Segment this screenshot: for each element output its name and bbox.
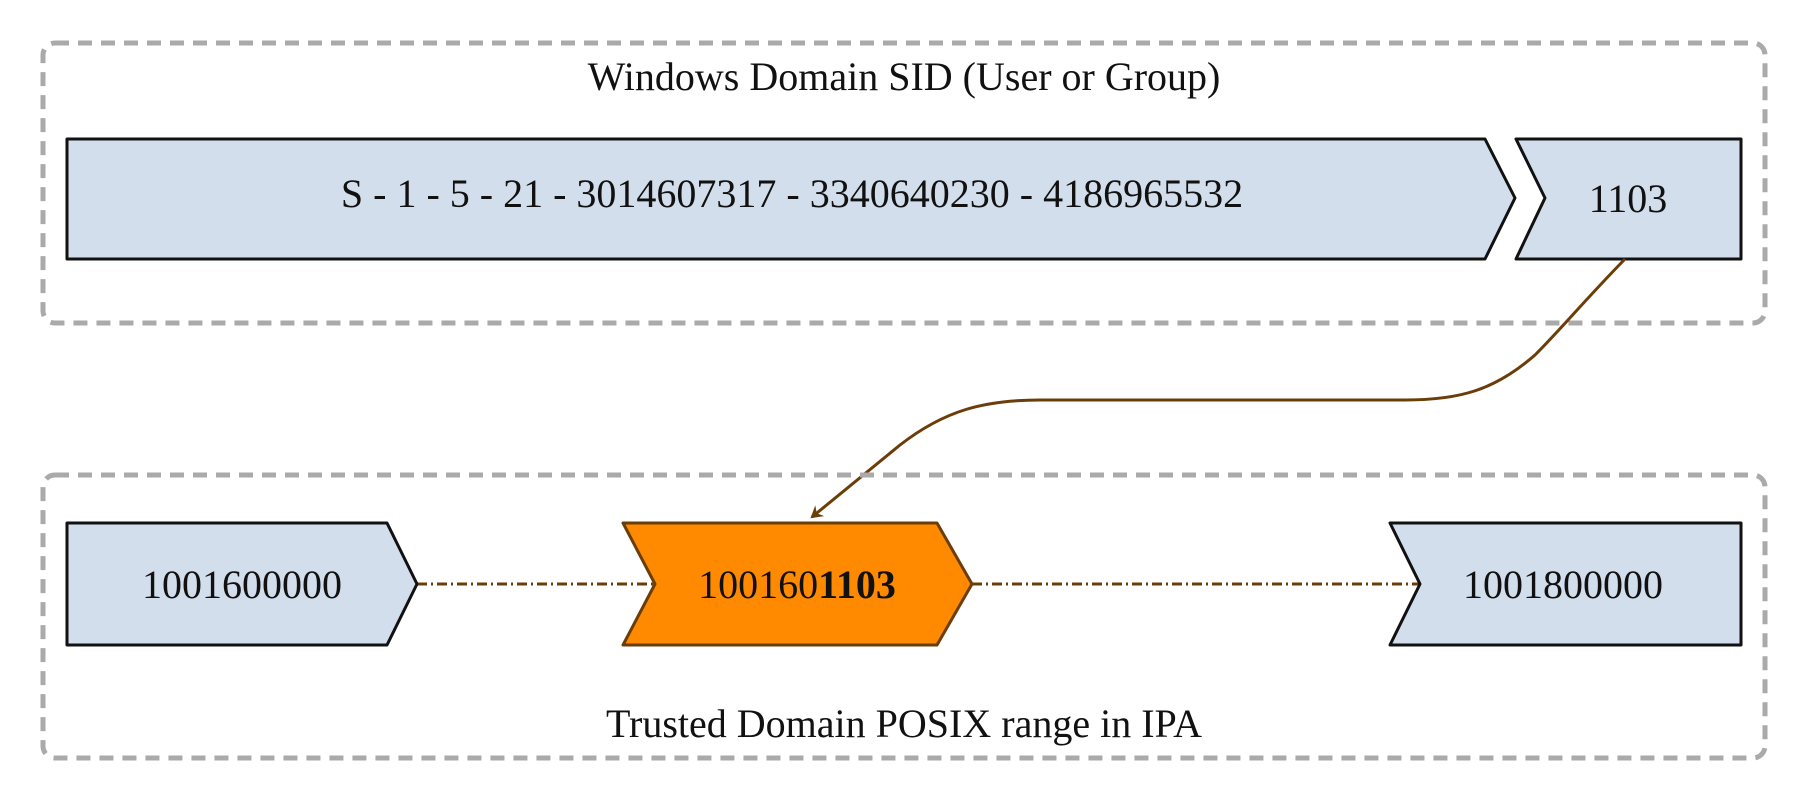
mapped-id-box xyxy=(621,521,974,647)
posix-group: 1001600000 1001601103 1001800000 Trusted… xyxy=(40,472,1768,761)
mapped-id-suffix: 1103 xyxy=(818,562,896,607)
sid-prefix-box xyxy=(65,137,1517,261)
sid-group-border xyxy=(40,40,1768,326)
mapped-id-prefix: 100160 xyxy=(698,562,818,607)
range-end-box xyxy=(1388,521,1743,647)
sid-prefix-label: S - 1 - 5 - 21 - 3014607317 - 3340640230… xyxy=(341,171,1243,216)
sid-group: Windows Domain SID (User or Group) S - 1… xyxy=(40,40,1768,326)
range-start-box xyxy=(65,521,419,647)
posix-group-title: Trusted Domain POSIX range in IPA xyxy=(606,701,1202,746)
sid-group-title: Windows Domain SID (User or Group) xyxy=(588,54,1221,99)
range-start-label: 1001600000 xyxy=(142,562,342,607)
posix-group-border xyxy=(40,472,1768,761)
sid-rid-label: 1103 xyxy=(1589,176,1668,221)
sid-rid-box xyxy=(1514,137,1743,261)
rid-mapping-arrow xyxy=(810,257,1627,519)
range-end-label: 1001800000 xyxy=(1463,562,1663,607)
mapped-id-label: 1001601103 xyxy=(698,562,896,607)
